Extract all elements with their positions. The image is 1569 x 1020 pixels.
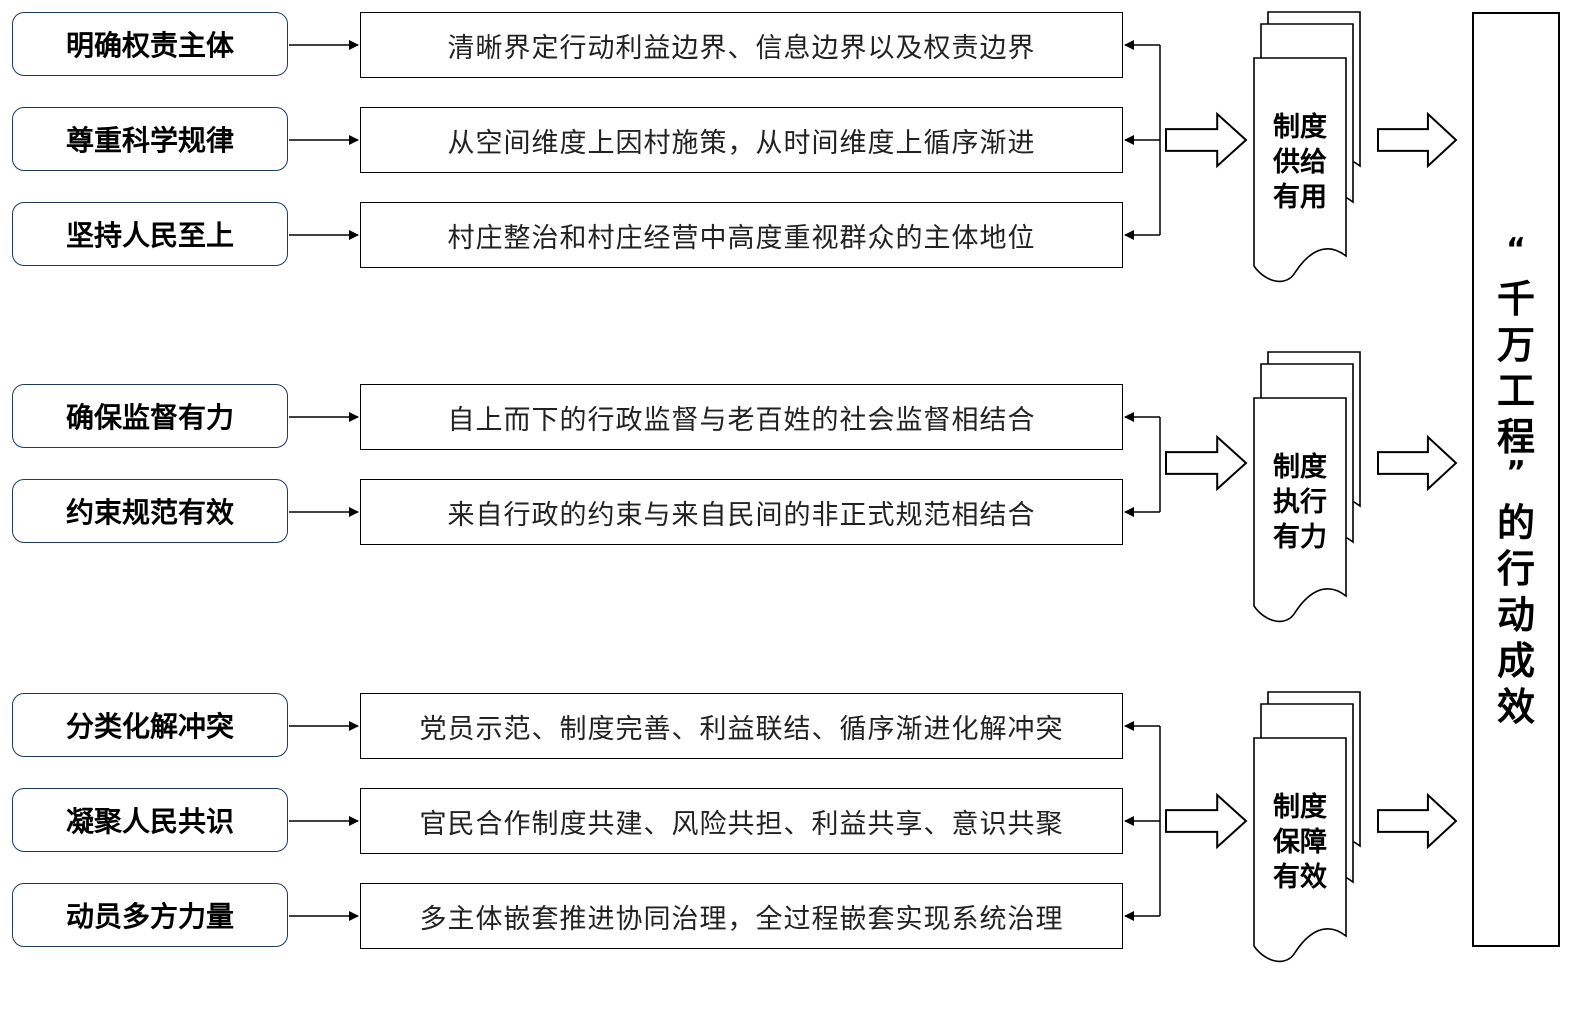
principle-label: 动员多方力量: [65, 900, 234, 933]
result-suffix: 的 行 动 成 效: [1472, 500, 1560, 730]
close-quote: ”: [1506, 455, 1526, 490]
description-text: 村庄整治和村庄经营中高度重视群众的主体地位: [447, 222, 1036, 254]
principle-label: 坚持人民至上: [65, 219, 234, 252]
description-text: 官民合作制度共建、风险共担、利益共享、意识共聚: [419, 808, 1064, 840]
description-box-6: 党员示范、制度完善、利益联结、循序渐进化解冲突: [360, 693, 1123, 759]
result-box: [1472, 12, 1560, 947]
result-title: 千 万 工 程: [1472, 276, 1560, 460]
doc-label-supply: 制度 供给 有用: [1255, 110, 1345, 215]
description-text: 自上而下的行政监督与老百姓的社会监督相结合: [447, 404, 1036, 436]
doc-label-execution: 制度 执行 有力: [1255, 450, 1345, 555]
block-arrow-to-document: [1165, 434, 1248, 492]
result-char: 效: [1496, 685, 1535, 729]
description-box-1: 清晰界定行动利益边界、信息边界以及权责边界: [360, 12, 1123, 78]
description-box-7: 官民合作制度共建、风险共担、利益共享、意识共聚: [360, 788, 1123, 854]
principle-label: 明确权责主体: [65, 29, 234, 62]
principle-label: 约束规范有效: [65, 496, 234, 529]
description-text: 多主体嵌套推进协同治理，全过程嵌套实现系统治理: [419, 903, 1064, 935]
doc-label-line: 制度: [1273, 452, 1327, 483]
principle-label: 凝聚人民共识: [65, 805, 234, 838]
result-char: 万: [1496, 323, 1535, 367]
block-arrow-to-result: [1377, 792, 1458, 850]
result-char: 程: [1496, 415, 1535, 459]
result-char: 行: [1496, 547, 1535, 591]
description-text: 来自行政的约束与来自民间的非正式规范相结合: [447, 499, 1036, 531]
description-text: 从空间维度上因村施策，从时间维度上循序渐进: [447, 127, 1036, 159]
result-char: 千: [1496, 277, 1535, 321]
document-stack-front: [1253, 397, 1347, 623]
block-arrow-to-result: [1377, 111, 1458, 169]
principle-box-4: 确保监督有力: [12, 384, 288, 448]
principle-box-1: 明确权责主体: [12, 12, 288, 76]
principle-box-5: 约束规范有效: [12, 479, 288, 543]
block-arrow-to-document: [1165, 111, 1248, 169]
principle-label: 分类化解冲突: [65, 710, 234, 743]
doc-label-line: 有力: [1273, 522, 1327, 553]
result-char: 动: [1496, 593, 1535, 637]
document-stack-front: [1253, 737, 1347, 963]
result-char: 工: [1496, 369, 1535, 413]
doc-label-line: 执行: [1273, 487, 1327, 518]
description-box-5: 来自行政的约束与来自民间的非正式规范相结合: [360, 479, 1123, 545]
principle-box-7: 凝聚人民共识: [12, 788, 288, 852]
doc-label-line: 有用: [1273, 182, 1327, 213]
doc-label-line: 制度: [1273, 792, 1327, 823]
principle-box-3: 坚持人民至上: [12, 202, 288, 266]
principle-label: 确保监督有力: [65, 401, 234, 434]
description-box-3: 村庄整治和村庄经营中高度重视群众的主体地位: [360, 202, 1123, 268]
doc-label-guarantee: 制度 保障 有效: [1255, 790, 1345, 895]
principle-label: 尊重科学规律: [65, 124, 234, 157]
description-text: 清晰界定行动利益边界、信息边界以及权责边界: [447, 32, 1036, 64]
description-text: 党员示范、制度完善、利益联结、循序渐进化解冲突: [419, 713, 1064, 745]
result-char: 成: [1496, 639, 1535, 683]
open-quote: “: [1506, 232, 1526, 267]
document-stack-front: [1253, 57, 1347, 283]
block-arrow-to-document: [1165, 792, 1248, 850]
description-box-2: 从空间维度上因村施策，从时间维度上循序渐进: [360, 107, 1123, 173]
description-box-4: 自上而下的行政监督与老百姓的社会监督相结合: [360, 384, 1123, 450]
result-char: 的: [1496, 501, 1535, 545]
doc-label-line: 保障: [1273, 827, 1327, 858]
block-arrow-to-result: [1377, 434, 1458, 492]
doc-label-line: 制度: [1273, 112, 1327, 143]
doc-label-line: 供给: [1273, 147, 1327, 178]
description-box-8: 多主体嵌套推进协同治理，全过程嵌套实现系统治理: [360, 883, 1123, 949]
principle-box-2: 尊重科学规律: [12, 107, 288, 171]
principle-box-8: 动员多方力量: [12, 883, 288, 947]
principle-box-6: 分类化解冲突: [12, 693, 288, 757]
doc-label-line: 有效: [1273, 862, 1327, 893]
